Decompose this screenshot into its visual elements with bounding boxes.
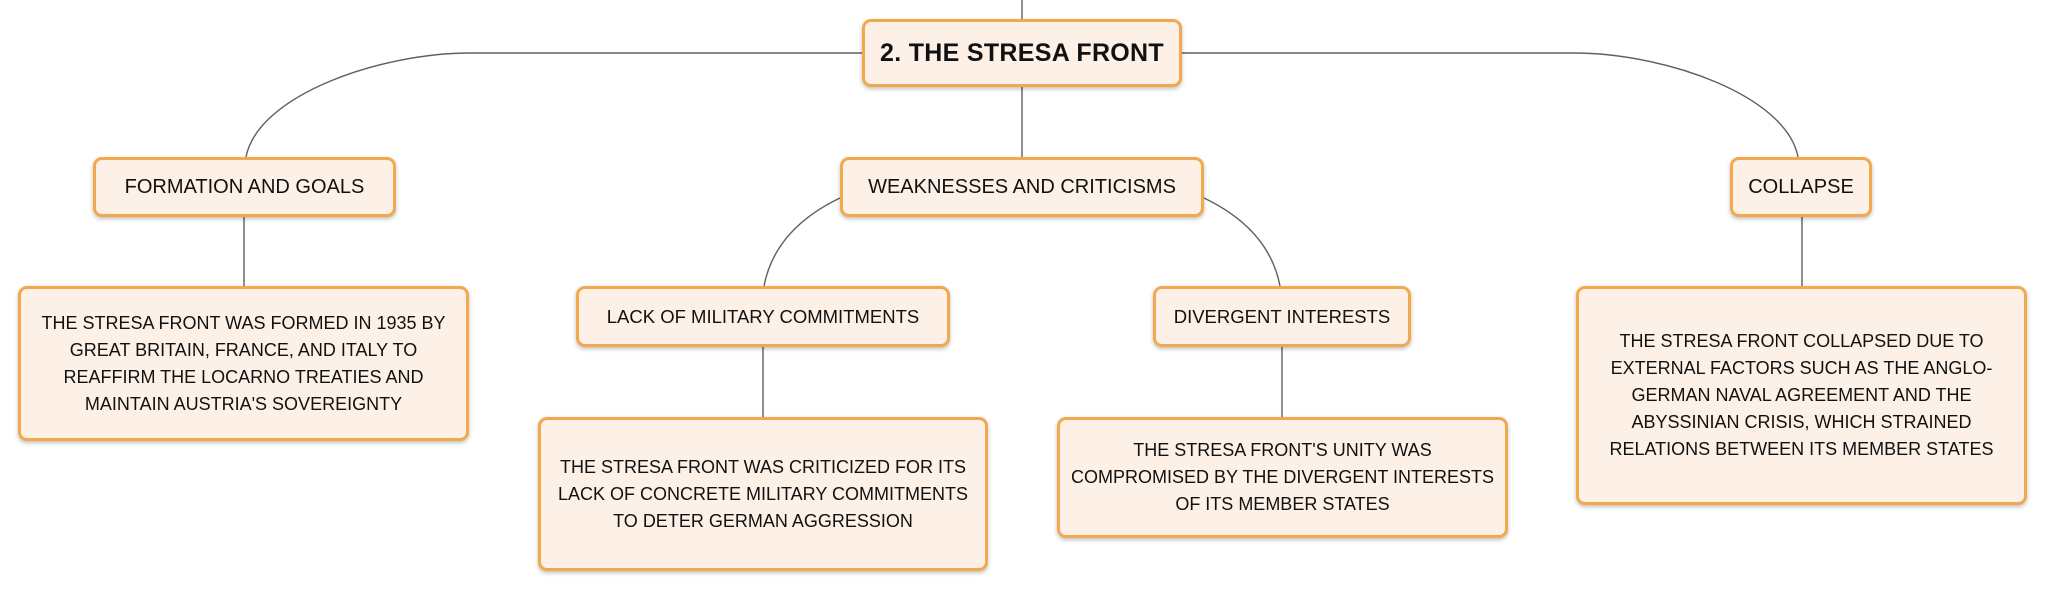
connector-weaknesses-to-military — [763, 197, 841, 287]
root-node[interactable]: 2. THE STRESA FRONT — [862, 19, 1182, 87]
military-label: LACK OF MILITARY COMMITMENTS — [606, 305, 920, 327]
connector-weaknesses-to-interests — [1203, 197, 1281, 287]
collapse-detail-text: THE STRESA FRONT COLLAPSED DUE TO EXTERN… — [1609, 331, 1994, 459]
interests-detail-text: THE STRESA FRONT'S UNITY WAS COMPROMISED… — [1070, 440, 1495, 514]
connector-root-to-formation — [245, 52, 862, 158]
collapse-node[interactable]: COLLAPSE — [1730, 157, 1872, 217]
collapse-label: COLLAPSE — [1748, 175, 1854, 198]
formation-node[interactable]: FORMATION AND GOALS — [93, 157, 396, 217]
military-detail-text: THE STRESA FRONT WAS CRITICIZED FOR ITS … — [557, 456, 969, 531]
formation-label: FORMATION AND GOALS — [124, 175, 365, 198]
military-node[interactable]: LACK OF MILITARY COMMITMENTS — [576, 286, 950, 347]
interests-label: DIVERGENT INTERESTS — [1173, 305, 1391, 327]
interests-node[interactable]: DIVERGENT INTERESTS — [1153, 286, 1411, 347]
weaknesses-label: WEAKNESSES AND CRITICISMS — [868, 175, 1176, 198]
weaknesses-node[interactable]: WEAKNESSES AND CRITICISMS — [840, 157, 1204, 217]
formation-detail-node[interactable]: THE STRESA FRONT WAS FORMED IN 1935 BY G… — [18, 286, 469, 441]
connector-root-to-collapse — [1182, 52, 1799, 158]
collapse-detail-node[interactable]: THE STRESA FRONT COLLAPSED DUE TO EXTERN… — [1576, 286, 2027, 505]
formation-detail-text: THE STRESA FRONT WAS FORMED IN 1935 BY G… — [41, 312, 446, 414]
military-detail-node[interactable]: THE STRESA FRONT WAS CRITICIZED FOR ITS … — [538, 417, 988, 571]
interests-detail-node[interactable]: THE STRESA FRONT'S UNITY WAS COMPROMISED… — [1057, 417, 1508, 538]
root-title: 2. THE STRESA FRONT — [880, 38, 1164, 67]
